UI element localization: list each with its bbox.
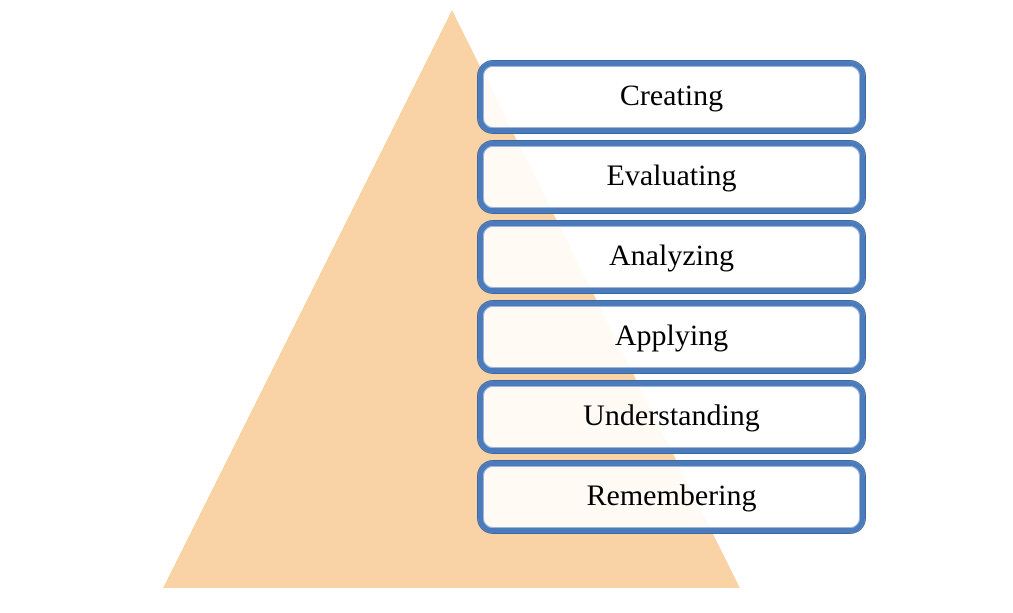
level-label-remembering: Remembering xyxy=(586,479,757,512)
level-box-remembering: Remembering xyxy=(478,461,865,533)
level-label-analyzing: Analyzing xyxy=(609,239,734,272)
level-box-evaluating: Evaluating xyxy=(478,141,865,213)
level-label-understanding: Understanding xyxy=(583,399,760,432)
level-label-creating: Creating xyxy=(619,79,724,112)
level-label-evaluating: Evaluating xyxy=(606,159,737,192)
level-box-understanding: Understanding xyxy=(478,381,865,453)
level-box-applying: Applying xyxy=(478,301,865,373)
level-box-creating: Creating xyxy=(478,61,865,133)
level-box-analyzing: Analyzing xyxy=(478,221,865,293)
level-label-applying: Applying xyxy=(614,319,729,352)
